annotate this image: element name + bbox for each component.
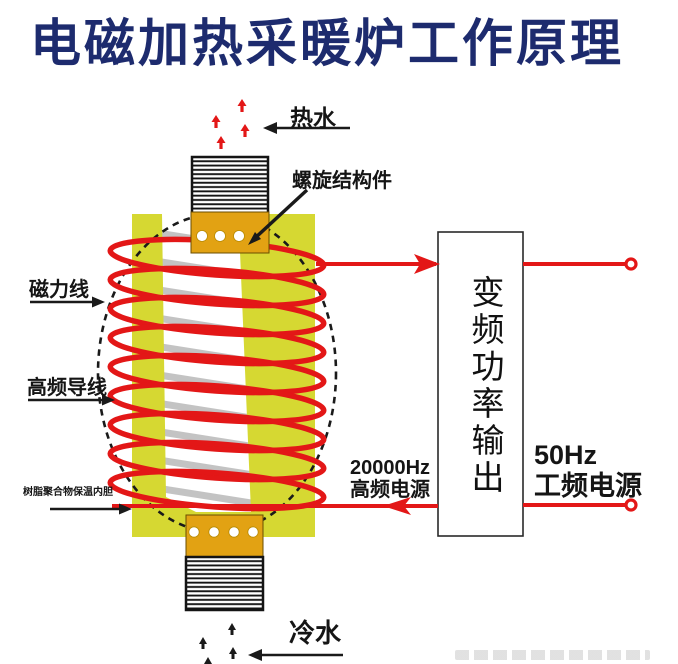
steam-arrows [211,99,250,149]
flange-hole [247,526,259,538]
watermark [455,650,650,660]
flange-hole [188,526,200,538]
steam-arrow [216,136,226,149]
flange-hole [208,526,220,538]
mains-power-line1: 50Hz [534,440,598,470]
terminal-circle [624,498,638,512]
steam-arrow [211,115,221,128]
bottom-flange-block [185,514,264,558]
insulation-liner-label: 树脂聚合物保温内胆 [23,487,113,498]
inflow-arrow [229,647,237,659]
inflow-arrow [199,637,207,649]
cold-water-arrow [248,649,343,661]
steam-arrow [237,99,247,112]
inflow-arrow [228,623,236,635]
spiral-component-pointer [248,188,309,245]
hf-wire-arrow [28,394,115,406]
spiral-component-label: 螺旋结构件 [292,170,392,192]
bottom-pipe [184,555,265,612]
hf-return-line [112,497,438,515]
page-title: 电磁加热采暖炉工作原理 [30,15,625,72]
terminal-circle [624,257,638,271]
inverter-box [437,231,524,537]
flange-hole [233,230,245,242]
left-arrowhead [383,497,411,515]
top-flange-block [190,211,270,254]
inflow-arrow [204,657,212,664]
right-arrowhead [414,254,440,274]
magnetic-lines-label: 磁力线 [29,279,89,301]
mains-line-bottom [523,498,638,512]
magnetic-lines-arrow [30,296,105,308]
hot-water-label: 热水 [290,105,336,131]
inverter-box-label: 变频功率输出 [467,275,504,497]
mains-power-line2: 工频电源 [534,471,642,501]
induction-coil [107,236,327,512]
flange-hole [196,230,208,242]
flange-hole [214,230,226,242]
cold-water-label: 冷水 [289,618,342,648]
steam-arrow [240,124,250,137]
mains-line-top [523,257,638,271]
liner-arrow [50,503,132,515]
hf-wire-label: 高频导线 [27,377,107,399]
hf-output-line [316,254,440,274]
hf-power-line2: 高频电源 [350,479,430,501]
top-pipe [190,155,270,215]
hf-power-label: 20000Hz 高频电源 [350,457,430,501]
mains-power-label: 50Hz 工频电源 [534,440,642,502]
hot-water-arrow [263,122,350,134]
flange-hole [228,526,240,538]
inflow-arrows [199,623,237,664]
hf-power-line1: 20000Hz [350,457,431,479]
